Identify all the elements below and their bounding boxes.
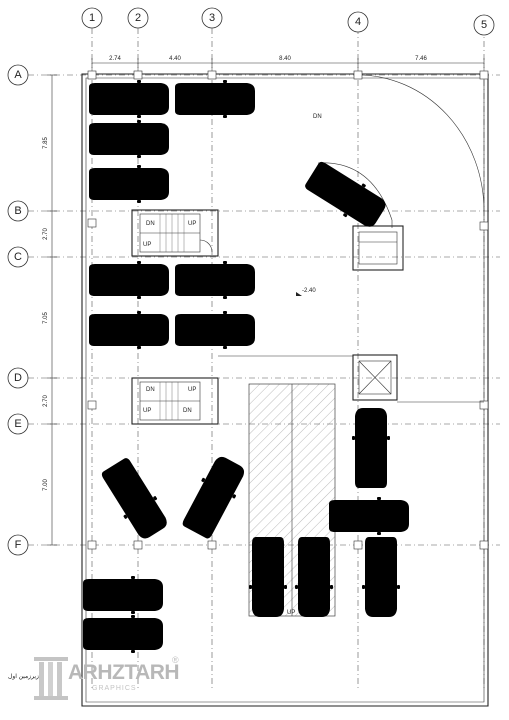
stair1-up-b: UP [143, 242, 151, 248]
column-logo-icon [34, 657, 68, 700]
car [97, 455, 173, 543]
stair2-dn-a: DN [146, 387, 155, 393]
partitions [218, 230, 484, 403]
dim-row-c-d: 7.05 [43, 312, 49, 324]
elevation-mark: -2.40 [296, 288, 316, 296]
outer-walls [81, 73, 489, 707]
car [178, 452, 250, 542]
row-bubbles: A B C D E F [7, 64, 29, 556]
car [89, 120, 169, 158]
dim-col-4-5: 7.46 [415, 56, 427, 62]
car [175, 311, 255, 349]
grid-column-2: 2 [135, 12, 141, 24]
column-dimensions: 2.74 4.40 8.40 7.46 [91, 56, 485, 68]
parking-cars [83, 80, 409, 653]
grid-row-b: B [14, 205, 21, 217]
car [352, 408, 390, 488]
stair-1: DN UP UP [131, 209, 219, 257]
grid-column-1: 1 [89, 12, 95, 24]
car [89, 261, 169, 299]
grid-row-e: E [14, 418, 21, 430]
car [83, 576, 163, 614]
grid-column-5: 5 [481, 19, 487, 31]
dim-row-b-c: 2.70 [43, 228, 49, 240]
grid-column-3: 3 [209, 12, 215, 24]
car [175, 80, 255, 118]
dim-col-1-2: 2.74 [109, 56, 121, 62]
grid-column-4: 4 [355, 16, 361, 28]
elevation-label: -2.40 [302, 288, 316, 294]
ramp-down-label: DN [313, 114, 322, 120]
structural-columns [87, 70, 489, 550]
dim-row-e-f: 7.00 [43, 479, 49, 491]
grid-row-f: F [15, 539, 22, 551]
grid-row-c: C [14, 251, 22, 263]
elevator-2 [352, 354, 398, 401]
ramp-up-label: UP [287, 610, 295, 616]
row-dimensions: 7.85 2.70 7.05 2.70 7.00 [43, 74, 57, 546]
car [175, 261, 255, 299]
dim-col-3-4: 8.40 [279, 56, 291, 62]
stair2-up-b: UP [143, 408, 151, 414]
grid-row-d: D [14, 372, 22, 384]
car [249, 537, 287, 617]
car [302, 157, 390, 233]
ramp-curve [317, 74, 485, 228]
car [89, 165, 169, 203]
column-bubbles: 1 2 3 4 5 [81, 7, 495, 36]
brand-logo: ARHZTARH GRAPHICS ® [32, 655, 222, 703]
registered-mark: ® [172, 655, 179, 665]
logo-text: ARHZTARH [68, 661, 180, 684]
logo-subtitle: GRAPHICS [92, 685, 137, 692]
dim-row-a-b: 7.85 [43, 137, 49, 149]
elevator-1 [352, 225, 404, 271]
grid-row-a: A [14, 69, 22, 81]
stair1-up-a: UP [188, 221, 196, 227]
car [362, 537, 400, 617]
car [89, 311, 169, 349]
car [329, 497, 409, 535]
stair2-up-a: UP [188, 387, 196, 393]
dim-col-2-3: 4.40 [169, 56, 181, 62]
car [89, 80, 169, 118]
car [295, 537, 333, 617]
stair2-dn-b: DN [183, 408, 192, 414]
stair-2: DN UP UP DN [131, 377, 219, 425]
stair1-dn: DN [146, 221, 155, 227]
dim-row-d-e: 2.70 [43, 395, 49, 407]
car [83, 615, 163, 653]
floor-label: زیرزمین اول [8, 674, 39, 680]
